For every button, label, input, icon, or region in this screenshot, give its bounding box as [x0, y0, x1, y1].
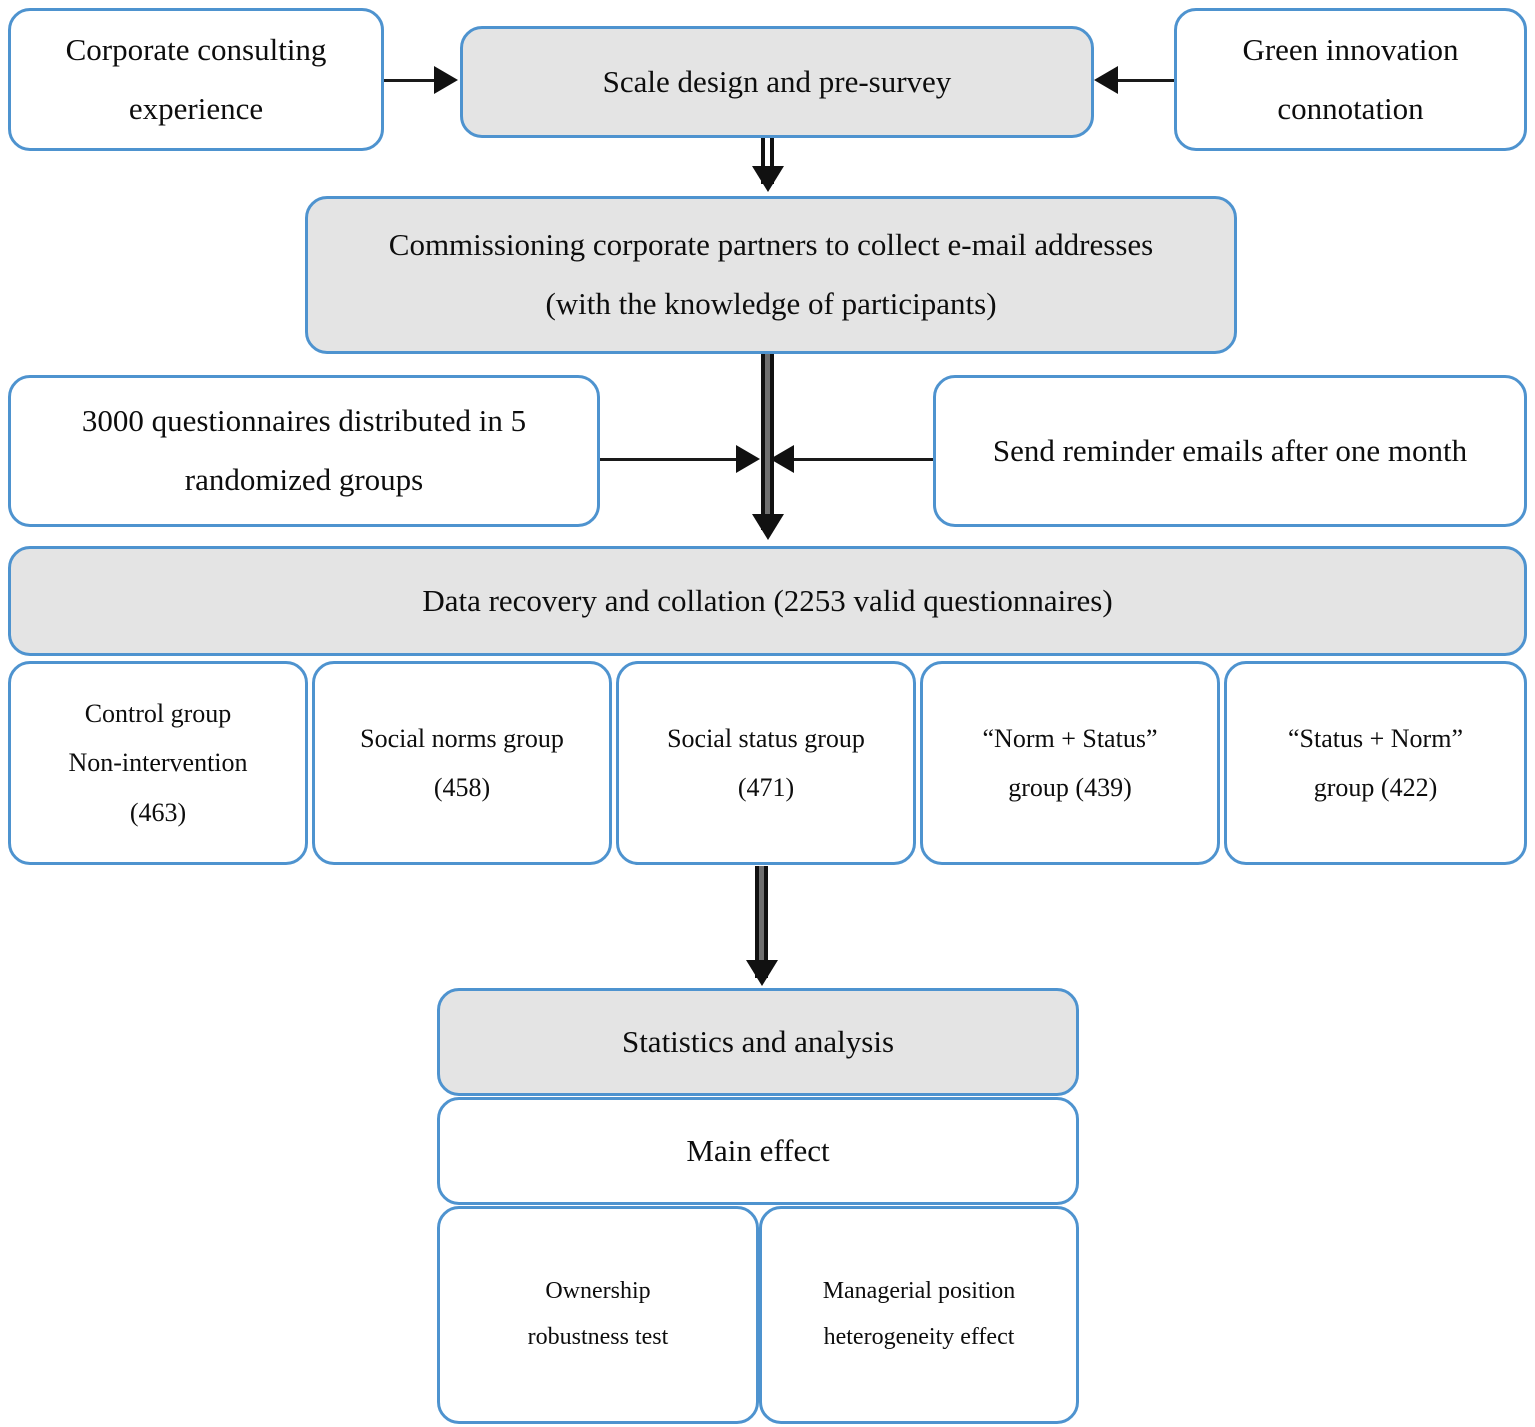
arrow-head-left-icon [770, 445, 794, 473]
node-line: Social status group [667, 723, 865, 753]
node-corporate-consulting[interactable]: Corporate consulting experience [8, 8, 384, 151]
edge-reminder-to-spine [770, 445, 935, 473]
node-line: (463) [129, 797, 187, 827]
node-line: randomized groups [184, 462, 424, 497]
node-line: Control group [84, 698, 232, 728]
node-line: Commissioning corporate partners to coll… [388, 227, 1154, 263]
arrow-shaft [792, 458, 935, 461]
node-line: Send reminder emails after one month [992, 432, 1468, 468]
node-line: Statistics and analysis [621, 1023, 895, 1059]
edge-questionnaires-to-spine [600, 445, 762, 473]
node-line: Non-intervention [68, 748, 248, 778]
edge-green-to-scale [1094, 66, 1174, 94]
arrow-shaft [1118, 79, 1174, 82]
node-line: Managerial position [822, 1278, 1016, 1305]
node-line: heterogeneity effect [823, 1324, 1015, 1350]
node-line: “Status + Norm” [1288, 723, 1463, 753]
node-group-status-norm[interactable]: “Status + Norm” group (422) [1224, 661, 1527, 865]
node-ownership-robustness[interactable]: Ownership robustness test [437, 1206, 759, 1424]
node-group-norm-status[interactable]: “Norm + Status” group (439) [920, 661, 1220, 865]
edge-consulting-to-scale [384, 66, 460, 94]
node-commissioning[interactable]: Commissioning corporate partners to coll… [305, 196, 1237, 354]
node-group-social-norms[interactable]: Social norms group (458) [312, 661, 612, 865]
node-line: (with the knowledge of participants) [545, 286, 997, 321]
node-line: Scale design and pre-survey [602, 63, 952, 99]
node-main-effect[interactable]: Main effect [437, 1097, 1079, 1205]
arrow-shaft-vertical [761, 354, 774, 530]
node-green-innovation[interactable]: Green innovation connotation [1174, 8, 1527, 151]
node-line: group (422) [1313, 773, 1438, 802]
node-managerial-position[interactable]: Managerial position heterogeneity effect [759, 1206, 1079, 1424]
node-line: Ownership [545, 1278, 651, 1305]
node-line: group (439) [1008, 773, 1132, 802]
arrow-head-down-icon [746, 960, 778, 986]
arrow-shaft-vertical [755, 866, 768, 978]
node-line: Corporate consulting [65, 31, 327, 67]
node-group-control[interactable]: Control group Non-intervention (463) [8, 661, 308, 865]
node-line: (458) [433, 773, 491, 802]
node-statistics-analysis[interactable]: Statistics and analysis [437, 988, 1079, 1096]
arrow-shaft [600, 458, 740, 461]
node-line: 3000 questionnaires distributed in 5 [81, 403, 527, 439]
node-line: experience [128, 90, 264, 126]
node-line: Data recovery and collation (2253 valid … [422, 582, 1113, 618]
arrow-shaft [384, 79, 436, 82]
arrow-head-down-icon [752, 166, 784, 192]
node-scale-design[interactable]: Scale design and pre-survey [460, 26, 1094, 138]
node-line: Green innovation [1242, 31, 1459, 67]
node-line: connotation [1277, 90, 1424, 126]
arrow-head-down-icon [752, 514, 784, 540]
arrow-head-right-icon [434, 66, 458, 94]
arrow-head-right-icon [736, 445, 760, 473]
node-line: (471) [737, 773, 795, 802]
node-data-recovery[interactable]: Data recovery and collation (2253 valid … [8, 546, 1527, 656]
node-questionnaires-distributed[interactable]: 3000 questionnaires distributed in 5 ran… [8, 375, 600, 527]
node-reminder-emails[interactable]: Send reminder emails after one month [933, 375, 1527, 527]
node-line: “Norm + Status” [982, 723, 1158, 753]
arrow-head-left-icon [1094, 66, 1118, 94]
node-group-social-status[interactable]: Social status group (471) [616, 661, 916, 865]
node-line: Main effect [686, 1132, 830, 1168]
node-line: robustness test [527, 1324, 669, 1350]
node-line: Social norms group [360, 723, 564, 753]
